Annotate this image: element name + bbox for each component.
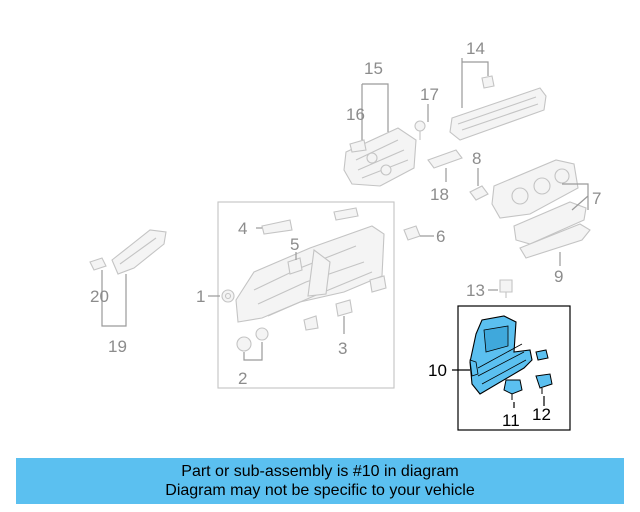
part-17-screw bbox=[414, 120, 426, 140]
callout-3: 3 bbox=[338, 339, 347, 358]
part-14-glove-box-door bbox=[449, 75, 547, 141]
callout-1: 1 bbox=[196, 287, 205, 306]
part-4-clip bbox=[261, 207, 359, 235]
callout-18: 18 bbox=[430, 185, 449, 204]
part-20-clip bbox=[89, 257, 107, 271]
part-3-clips bbox=[303, 275, 387, 331]
callout-4: 4 bbox=[238, 219, 247, 238]
callout-5: 5 bbox=[290, 235, 299, 254]
assembly-box-1-5 bbox=[217, 201, 395, 389]
info-banner: Part or sub-assembly is #10 in diagram D… bbox=[16, 458, 624, 504]
callout-7: 7 bbox=[592, 189, 601, 208]
callout-20: 20 bbox=[90, 287, 109, 306]
part-2-fasteners bbox=[236, 327, 269, 352]
callout-16: 16 bbox=[346, 105, 365, 124]
part-9-trim-strip bbox=[519, 223, 591, 259]
part-19-side-bracket bbox=[111, 229, 167, 275]
callout-9: 9 bbox=[554, 267, 563, 286]
callout-13: 13 bbox=[466, 281, 485, 300]
part-8-clip bbox=[469, 185, 489, 201]
part-main-knee-bolster bbox=[235, 225, 385, 323]
part-11-retainer[interactable] bbox=[503, 379, 523, 400]
callout-17: 17 bbox=[420, 85, 439, 104]
part-6-clip bbox=[403, 225, 421, 241]
callout-12: 12 bbox=[532, 405, 551, 424]
callout-11: 11 bbox=[502, 411, 520, 430]
banner-line-part: Part or sub-assembly is #10 in diagram bbox=[181, 463, 459, 480]
callout-15: 15 bbox=[364, 59, 383, 78]
part-12-clip[interactable] bbox=[535, 373, 553, 394]
part-1-grommet bbox=[221, 289, 235, 303]
part-7b-lower-panel bbox=[513, 201, 587, 245]
part-7-dash-panel bbox=[491, 159, 579, 219]
callout-8: 8 bbox=[472, 149, 481, 168]
callout-14: 14 bbox=[466, 39, 485, 58]
part-13-bolt bbox=[499, 279, 513, 298]
part-15-center-bracket bbox=[343, 127, 417, 187]
part-10-knee-bolster-panel[interactable] bbox=[469, 315, 533, 395]
callout-10: 10 bbox=[428, 361, 447, 380]
callout-2: 2 bbox=[238, 369, 247, 388]
banner-line-disclaimer: Diagram may not be specific to your vehi… bbox=[165, 482, 475, 499]
callout-19: 19 bbox=[108, 337, 127, 356]
part-18-trim-piece bbox=[427, 149, 463, 169]
callout-6: 6 bbox=[436, 227, 445, 246]
part-10b-small-clip bbox=[535, 349, 549, 361]
assembly-box-10-12 bbox=[457, 305, 571, 431]
